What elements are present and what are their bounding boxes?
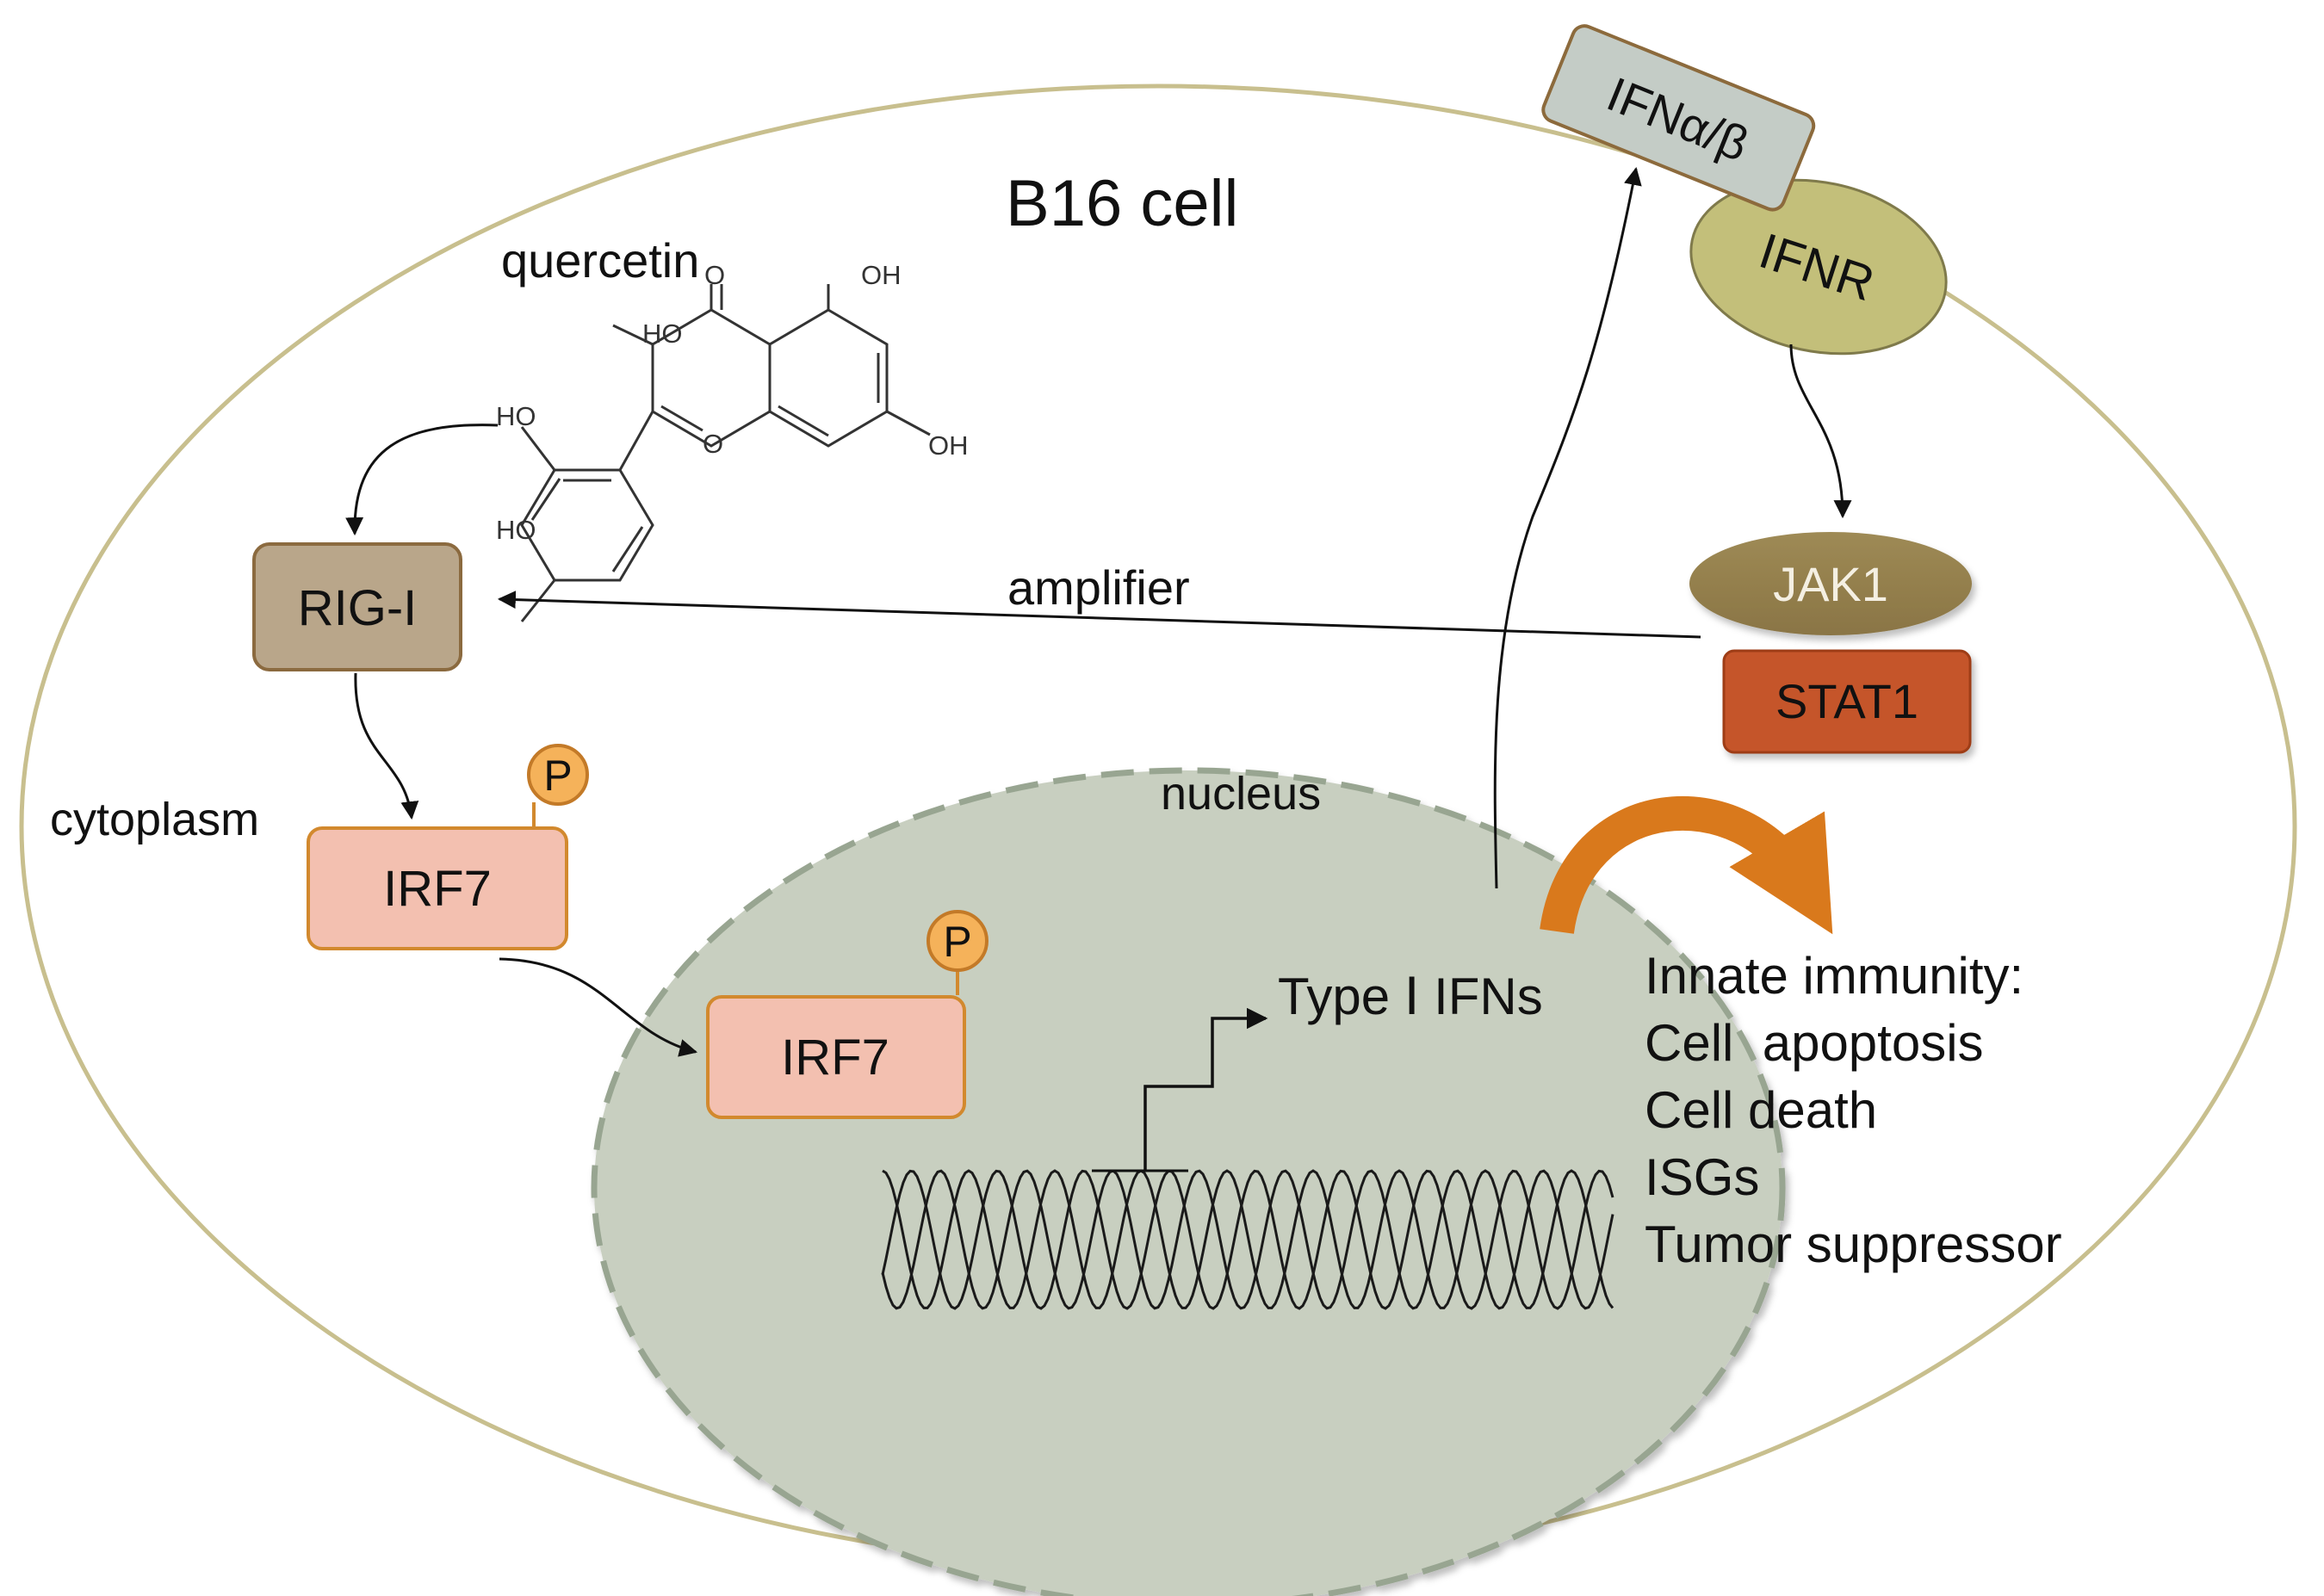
jak1-label: JAK1 — [1773, 557, 1888, 611]
ifnr-node: IFNR — [1689, 178, 1948, 356]
outcome-item: ISGs — [1645, 1148, 1759, 1206]
quercetin-ho-side2: HO — [496, 515, 536, 545]
arrow-quercetin-to-rig1 — [345, 424, 499, 536]
quercetin-o-keto: O — [704, 260, 725, 290]
outcome-item: Cell death — [1645, 1081, 1877, 1139]
arrow-ifn-secretion — [1493, 166, 1642, 889]
cell-title: B16 cell — [1006, 167, 1238, 240]
quercetin-ho-top: HO — [642, 319, 683, 349]
orange-curved-arrow — [1540, 795, 1833, 935]
jak1-node: JAK1 — [1689, 532, 1972, 635]
outcomes-heading: Innate immunity: — [1645, 947, 2023, 1005]
ifn-ab-node: IFNα/β — [1541, 24, 1816, 212]
irf7-cyto-label: IRF7 — [383, 861, 492, 917]
nucleus — [591, 767, 1786, 1596]
quercetin-ring-o: O — [703, 429, 723, 459]
arrow-rig1-to-irf7 — [354, 672, 419, 820]
cytoplasm-label: cytoplasm — [50, 794, 259, 845]
stat1-node: STAT1 — [1722, 649, 1972, 754]
phospho-label-cyto: P — [543, 752, 572, 800]
outcome-item: Tumor suppressor — [1645, 1216, 2062, 1273]
amplifier-label: amplifier — [1007, 560, 1190, 615]
phospho-label-nuc: P — [943, 918, 971, 966]
rig1-node: RIG-I — [252, 542, 462, 671]
type1-ifns-label: Type Ⅰ IFNs — [1278, 968, 1543, 1025]
irf7-cyto-node: IRF7 P — [307, 744, 589, 950]
dna-strand — [881, 1169, 1614, 1310]
transcription-arrow — [1143, 1007, 1268, 1171]
dna-strand — [882, 1169, 1614, 1309]
quercetin-structure — [520, 284, 931, 622]
quercetin-group-labels: O OH HO O OH HO HO — [496, 260, 969, 545]
irf7-nuc-node: IRF7 P — [706, 910, 988, 1119]
stat1-label: STAT1 — [1776, 674, 1918, 728]
outcome-item: Cell apoptosis — [1645, 1014, 1984, 1072]
phospho-circle-cyto — [527, 744, 589, 806]
quercetin-oh-top: OH — [861, 260, 902, 290]
nucleus-label: nucleus — [1161, 768, 1321, 820]
arrow-amplifier — [497, 591, 1701, 639]
quercetin-label: quercetin — [501, 233, 699, 288]
outcomes-list: Innate immunity: Cell apoptosis Cell dea… — [1645, 947, 2062, 1273]
dna-strand — [881, 1169, 1614, 1310]
arrow-irf7-translocation — [499, 957, 698, 1057]
quercetin-ho-side1: HO — [496, 401, 536, 431]
rig1-label: RIG-I — [298, 580, 418, 636]
quercetin-oh-right: OH — [928, 430, 969, 461]
phospho-circle-nuc — [927, 910, 988, 972]
irf7-nuc-label: IRF7 — [781, 1030, 889, 1086]
dna-helix — [881, 1169, 1614, 1310]
arrow-ifnr-to-jak1 — [1789, 343, 1852, 519]
